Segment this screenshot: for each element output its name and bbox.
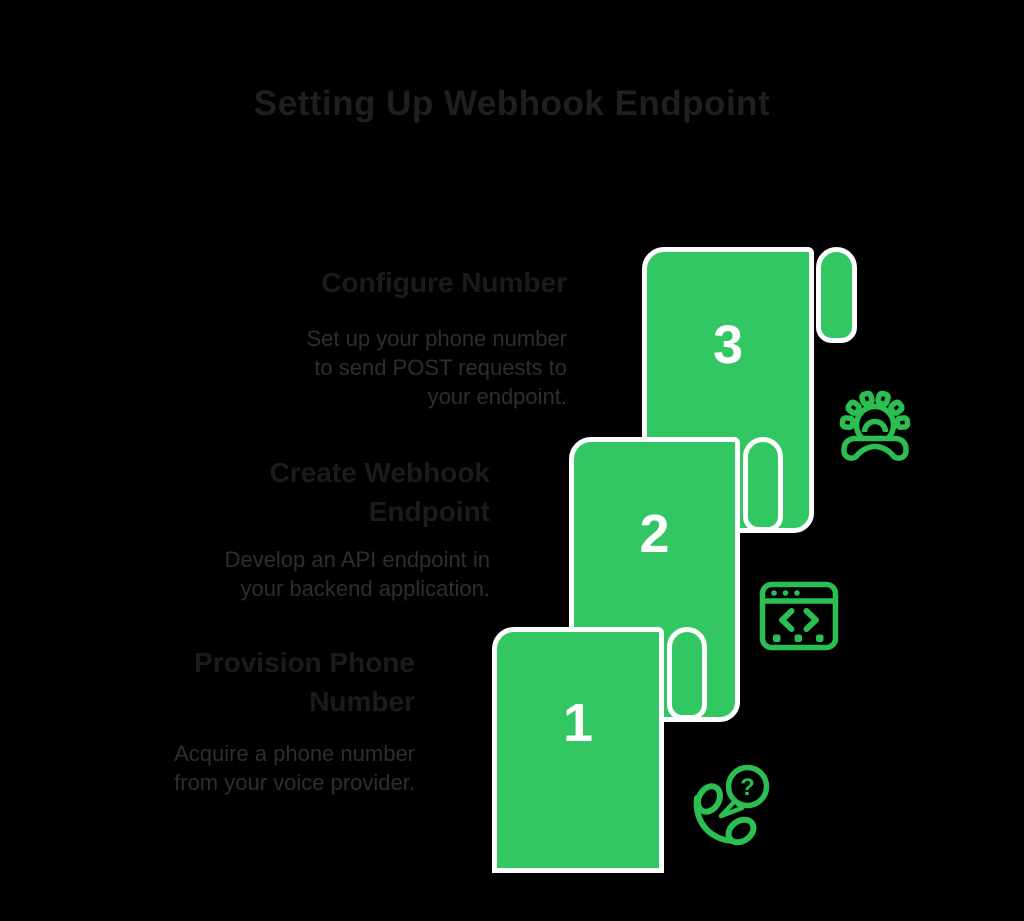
ribbon-3-curl: [816, 247, 857, 343]
gear-teeth: [839, 390, 911, 431]
step-1-desc-line: Acquire a phone number: [174, 741, 415, 766]
browser-code-icon: [758, 580, 840, 655]
speech-bubble: [725, 764, 770, 809]
gear-inner-arc: [861, 418, 889, 433]
step-3-desc-line: to send POST requests to: [314, 355, 567, 380]
step-1-heading-line: Provision Phone: [194, 647, 415, 678]
step-1-desc-line: from your voice provider.: [174, 770, 415, 795]
step-2-desc-line: your backend application.: [240, 576, 491, 601]
step-3-desc-line: Set up your phone number: [306, 326, 567, 351]
step-1-number: 1: [562, 693, 594, 753]
page-title: Setting Up Webhook Endpoint: [253, 84, 771, 123]
chevron-left: [779, 608, 795, 632]
ribbon-2-curl: [743, 437, 783, 532]
gear-handset-icon: [836, 388, 914, 464]
step-2-heading: Create Webhook Endpoint: [190, 453, 490, 531]
step-2-number: 2: [639, 504, 670, 564]
step-3-desc-line: your endpoint.: [427, 384, 567, 409]
chevron-right: [803, 608, 819, 632]
step-1-heading-line: Number: [309, 686, 415, 717]
browser-frame: [759, 581, 839, 651]
browser-header-dots: [771, 590, 800, 596]
handset-ear-cup: [695, 783, 723, 815]
step-3-heading: Configure Number: [267, 263, 567, 302]
step-2-desc-line: Develop an API endpoint in: [224, 547, 490, 572]
step-3-heading-line: Configure Number: [321, 267, 567, 298]
step-2-description: Develop an API endpoint in your backend …: [190, 545, 490, 603]
ribbon-1-curl: [667, 627, 707, 720]
handset-mouth-cup: [725, 816, 757, 846]
step-1-heading: Provision Phone Number: [115, 643, 415, 721]
code-ellipsis-dots: [773, 634, 824, 642]
ribbon-1: [492, 627, 664, 873]
step-3-description: Set up your phone number to send POST re…: [267, 324, 567, 411]
phone-question-icon: ?: [683, 764, 777, 853]
question-mark: ?: [740, 774, 755, 801]
speech-bubble-tail: [718, 798, 745, 819]
step-2-heading-line: Endpoint: [368, 496, 490, 527]
step-2-heading-line: Create Webhook: [269, 457, 490, 488]
step-1-description: Acquire a phone number from your voice p…: [115, 739, 415, 797]
handset-shape: [841, 435, 909, 461]
step-3-number: 3: [712, 315, 744, 375]
